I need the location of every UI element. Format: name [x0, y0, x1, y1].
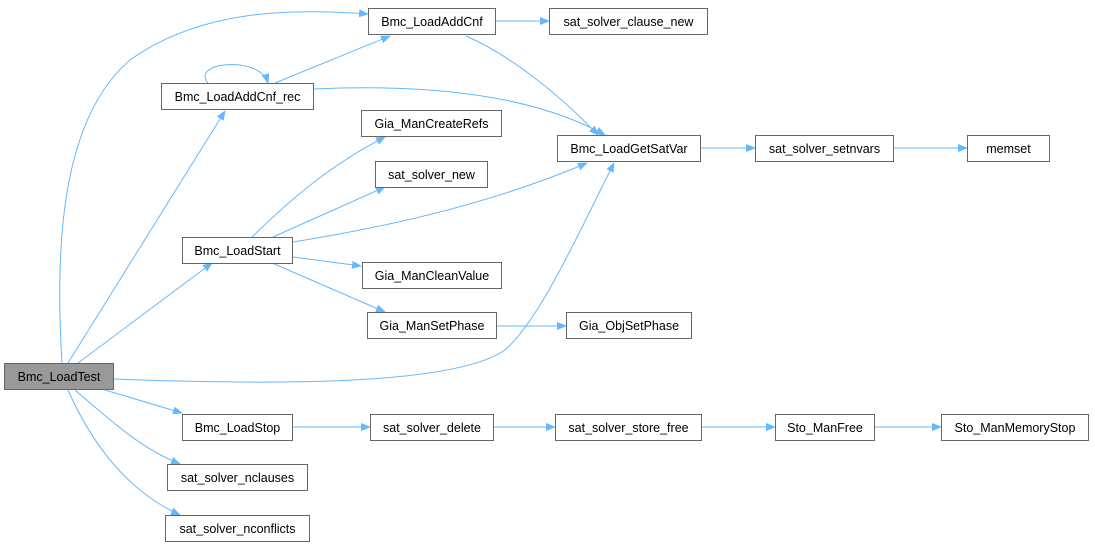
- node-bmc-loadaddcnf[interactable]: Bmc_LoadAddCnf: [368, 8, 496, 35]
- edge-load-start-set-phase: [271, 262, 386, 313]
- edge-root-addcnf: [59, 9, 369, 364]
- node-sat-solver-setnvars[interactable]: sat_solver_setnvars: [755, 135, 894, 162]
- node-sat-solver-nclauses[interactable]: sat_solver_nclauses: [167, 464, 308, 491]
- edge-addcnf-get-sat-var: [465, 35, 599, 136]
- node-gia-mansetphase[interactable]: Gia_ManSetPhase: [367, 312, 497, 339]
- node-bmc-loadtest: Bmc_LoadTest: [4, 363, 114, 390]
- edge-root-nconflicts: [67, 389, 181, 516]
- edge-root-nclauses: [74, 389, 181, 465]
- edge-addcnf-rec-get-sat-var: [313, 87, 606, 136]
- node-sat-solver-nconflicts[interactable]: sat_solver_nconflicts: [165, 515, 310, 542]
- node-sat-solver-new[interactable]: sat_solver_new: [375, 161, 488, 188]
- node-gia-mancreaterefs[interactable]: Gia_ManCreateRefs: [361, 110, 502, 137]
- node-bmc-loadstop[interactable]: Bmc_LoadStop: [182, 414, 293, 441]
- edge-load-start-solver-new: [272, 186, 386, 238]
- node-sto-manmemorystop[interactable]: Sto_ManMemoryStop: [941, 414, 1089, 441]
- edge-load-start-clean-value: [292, 256, 362, 269]
- node-sto-manfree[interactable]: Sto_ManFree: [775, 414, 875, 441]
- edge-addcnf-rec-addcnf: [274, 35, 391, 84]
- edge-root-load-start: [77, 262, 213, 364]
- node-bmc-loadgetsatvar[interactable]: Bmc_LoadGetSatVar: [557, 135, 701, 162]
- edge-root-get-sat-var: [113, 162, 615, 383]
- node-bmc-loadstart[interactable]: Bmc_LoadStart: [182, 237, 293, 264]
- node-sat-solver-store-free[interactable]: sat_solver_store_free: [555, 414, 702, 441]
- node-sat-solver-delete[interactable]: sat_solver_delete: [370, 414, 494, 441]
- node-memset[interactable]: memset: [967, 135, 1050, 162]
- node-gia-objsetphase[interactable]: Gia_ObjSetPhase: [566, 312, 692, 339]
- node-gia-mancleanvalue[interactable]: Gia_ManCleanValue: [362, 262, 502, 289]
- edge-root-load-stop: [104, 389, 183, 415]
- edge-addcnf-rec-self: [204, 64, 270, 84]
- edge-load-start-get-sat-var: [292, 162, 588, 243]
- edge-load-start-create-refs: [251, 136, 386, 238]
- edge-root-addcnf-rec: [67, 110, 226, 364]
- node-bmc-loadaddcnf-rec[interactable]: Bmc_LoadAddCnf_rec: [161, 83, 314, 110]
- node-sat-solver-clause-new[interactable]: sat_solver_clause_new: [549, 8, 708, 35]
